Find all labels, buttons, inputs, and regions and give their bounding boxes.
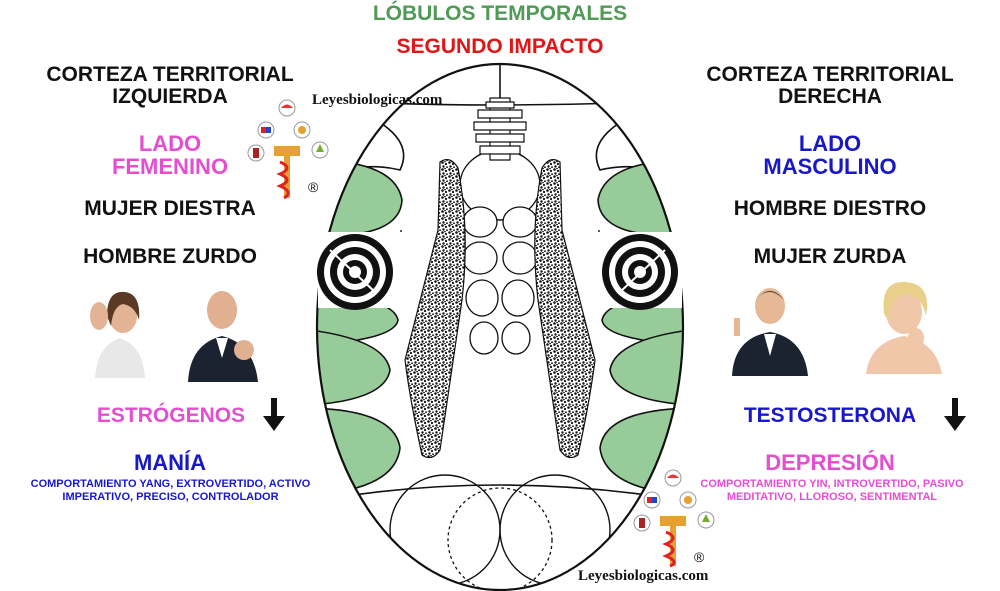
down-arrow-icon <box>944 398 966 431</box>
left-person-2: HOMBRE ZURDO <box>83 245 257 268</box>
watermark-top: Leyesbiologicas.com <box>312 92 443 108</box>
right-hormone: TESTOSTERONA <box>743 404 917 427</box>
down-arrow-icon <box>263 398 285 431</box>
photo-woman-right-handed <box>90 291 145 378</box>
right-person-1: HOMBRE DIESTRO <box>733 197 927 220</box>
right-behavior: COMPORTAMIENTO YIN, INTROVERTIDO, PASIVO… <box>700 478 964 503</box>
left-hormone: ESTRÓGENOS <box>96 404 246 427</box>
right-state: DEPRESIÓN <box>765 450 895 475</box>
caduceus-logo-icon: ® <box>633 469 715 568</box>
left-behavior: COMPORTAMIENTO YANG, EXTROVERTIDO, ACTIV… <box>30 478 311 503</box>
registered-mark: ® <box>308 179 319 195</box>
right-target-icon <box>598 232 682 310</box>
left-state: MANÍA <box>133 450 207 475</box>
left-ventricle <box>404 158 466 459</box>
right-ventricle <box>534 158 596 459</box>
photo-man-right-handed <box>732 288 808 376</box>
photo-man-left-handed <box>188 291 258 382</box>
registered-mark: ® <box>694 549 705 565</box>
caduceus-logo-icon: ® <box>247 99 329 200</box>
page-title: LÓBULOS TEMPORALES <box>372 2 628 25</box>
watermark-bottom: Leyesbiologicas.com <box>578 568 709 584</box>
central-structures <box>404 97 596 459</box>
left-person-1: MUJER DIESTRA <box>84 197 256 220</box>
right-person-2: MUJER ZURDA <box>753 245 907 268</box>
left-target-icon <box>317 232 402 310</box>
left-temporal-lobe-3 <box>317 329 391 406</box>
page-subtitle: SEGUNDO IMPACTO <box>396 35 604 58</box>
photo-woman-left-handed <box>866 281 942 374</box>
right-temporal-lobe-3 <box>609 329 683 406</box>
